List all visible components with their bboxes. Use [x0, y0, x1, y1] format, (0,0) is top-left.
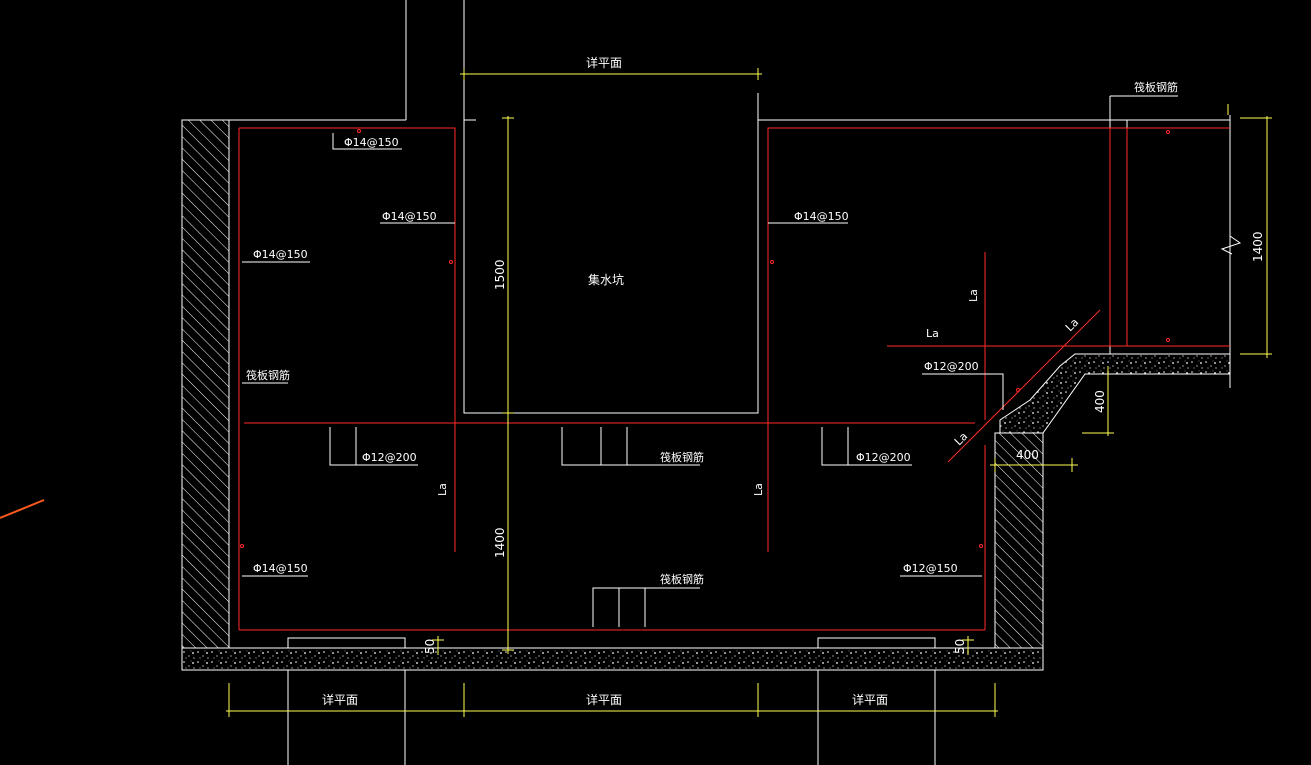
label-bar-slope: Φ12@200: [924, 360, 979, 373]
label-raft-rebar-left: 筏板钢筋: [246, 368, 290, 382]
dim-step-height: 400: [1093, 390, 1107, 413]
label-raft-rebar-mid: 筏板钢筋: [660, 450, 704, 464]
break-symbol: [1220, 235, 1242, 255]
label-bar-bottom-right: Φ12@150: [903, 562, 958, 575]
slope-cushion: [999, 353, 1231, 434]
dim-sump-depth: 1500: [493, 259, 507, 290]
stray-line: [0, 499, 45, 519]
label-sump: 集水坑: [588, 272, 624, 287]
dimension-lines: [226, 68, 1272, 717]
label-bar-bottom-left: Φ14@150: [253, 562, 308, 575]
dim-lower-depth: 1400: [493, 527, 507, 558]
leader-lines: [242, 95, 1178, 627]
label-bar-h-right: Φ12@200: [856, 451, 911, 464]
label-bar-top-left: Φ14@150: [344, 136, 399, 149]
label-bar-inner-right: Φ14@150: [794, 210, 849, 223]
dim-right-height: 1400: [1251, 231, 1265, 262]
label-la-slope-h: La: [926, 327, 939, 340]
label-detail-plan-top: 详平面: [586, 55, 622, 70]
label-detail-plan-bottom-left: 详平面: [322, 692, 358, 707]
label-detail-plan-bottom-mid: 详平面: [586, 692, 622, 707]
dim-step-width: 400: [1016, 448, 1039, 462]
bottom-cushion: [181, 647, 1044, 671]
label-bar-h-left: Φ12@200: [362, 451, 417, 464]
label-raft-rebar-bottom: 筏板钢筋: [660, 572, 704, 586]
rebar-dots: [240, 129, 1170, 548]
label-detail-plan-bottom-right: 详平面: [852, 692, 888, 707]
label-bar-wall-left: Φ14@150: [253, 248, 308, 261]
label-la-right: La: [752, 483, 765, 496]
label-bar-inner-left: Φ14@150: [382, 210, 437, 223]
text-labels: 详平面 集水坑 筏板钢筋 筏板钢筋 筏板钢筋 筏板钢筋 Φ14@150 Φ14@…: [246, 55, 1265, 707]
label-la-slope-v: La: [967, 289, 980, 302]
dim-cover-right: 50: [953, 639, 967, 654]
label-la-slope-diag-down: La: [952, 430, 970, 448]
label-la-left: La: [436, 483, 449, 496]
rebar-lines: [238, 127, 1230, 631]
label-raft-rebar-top-right: 筏板钢筋: [1134, 80, 1178, 94]
left-wall-hatch: [181, 119, 230, 649]
dim-cover-left: 50: [423, 639, 437, 654]
